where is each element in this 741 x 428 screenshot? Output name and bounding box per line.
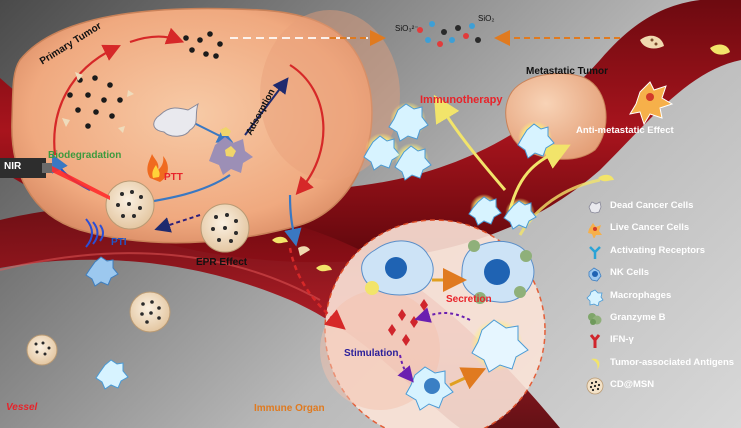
activating-receptor-icon xyxy=(589,245,601,259)
legend-item: IFN-γ xyxy=(582,330,740,352)
granzyme-b-icon xyxy=(588,312,602,325)
pti-acoustic-wave-icon xyxy=(85,218,104,248)
tumor-antigen-icon xyxy=(591,358,600,370)
legend-item: Live Cancer Cells xyxy=(582,218,740,240)
legend-label: Activating Receptors xyxy=(610,244,706,256)
live-cancer-cell-icon xyxy=(588,223,602,239)
label-sio3: SiO₃²⁻ xyxy=(395,24,419,33)
immune-organ-inset xyxy=(320,219,546,428)
silicate-particles xyxy=(417,21,481,47)
legend-item: NK Cells xyxy=(582,263,740,285)
label-pti: PTI xyxy=(111,237,127,248)
label-epr-effect: EPR Effect xyxy=(196,257,248,268)
cd-msn-nanoparticle-icon xyxy=(586,377,604,395)
label-immune-organ: Immune Organ xyxy=(254,403,325,414)
tumor-cell-cluster xyxy=(153,102,253,175)
label-immunotherapy: Immunotherapy xyxy=(420,94,503,106)
floating-cells xyxy=(85,35,730,390)
legend-label: CD@MSN xyxy=(610,379,655,391)
label-secretion: Secretion xyxy=(446,294,492,305)
legend-label: Macrophages xyxy=(610,289,672,301)
legend-item: Granzyme B xyxy=(582,308,740,330)
cd-msn-particle-circulating xyxy=(26,291,171,366)
legend-item: Macrophages xyxy=(582,286,740,308)
legend-label: Live Cancer Cells xyxy=(610,222,690,234)
degraded-fragments xyxy=(62,72,134,133)
label-metastatic-tumor: Metastatic Tumor xyxy=(526,66,609,77)
label-ptt: PTT xyxy=(164,172,183,183)
nir-laser-device xyxy=(0,158,110,200)
legend-label: Granzyme B xyxy=(610,311,666,323)
activated-macrophage-group xyxy=(363,102,555,230)
legend-label: NK Cells xyxy=(610,267,650,279)
legend-item: Dead Cancer Cells xyxy=(582,196,740,218)
legend-item: Activating Receptors xyxy=(582,241,740,263)
live-cancer-cell-metastatic xyxy=(628,81,674,126)
ifn-gamma-icon xyxy=(589,334,601,349)
macrophage-icon xyxy=(586,289,604,306)
label-stimulation: Stimulation xyxy=(344,348,399,359)
legend-item: CD@MSN xyxy=(582,375,740,397)
cd-msn-particle-vessel xyxy=(200,203,250,253)
legend-label: IFN-γ xyxy=(610,334,634,346)
legend: Dead Cancer Cells Live Cancer Cells Acti… xyxy=(582,196,740,398)
label-anti-metastatic-effect: Anti-metastatic Effect xyxy=(576,125,674,136)
nk-cell-icon xyxy=(588,267,602,282)
ptt-flame-icon xyxy=(147,154,168,182)
label-biodegradation: Biodegradation xyxy=(48,150,122,161)
legend-label: Dead Cancer Cells xyxy=(610,200,694,211)
nanoparticle-cluster-upper xyxy=(183,31,223,59)
label-sio2: SiO₂ xyxy=(478,14,495,23)
legend-label: Tumor-associated Antigens xyxy=(610,356,735,368)
legend-item: Tumor-associated Antigens xyxy=(582,353,740,375)
label-nir: NIR xyxy=(4,161,22,172)
cd-msn-particle-tumor xyxy=(105,180,155,230)
dead-cancer-cell-icon xyxy=(588,201,602,214)
label-vessel: Vessel xyxy=(6,402,38,413)
